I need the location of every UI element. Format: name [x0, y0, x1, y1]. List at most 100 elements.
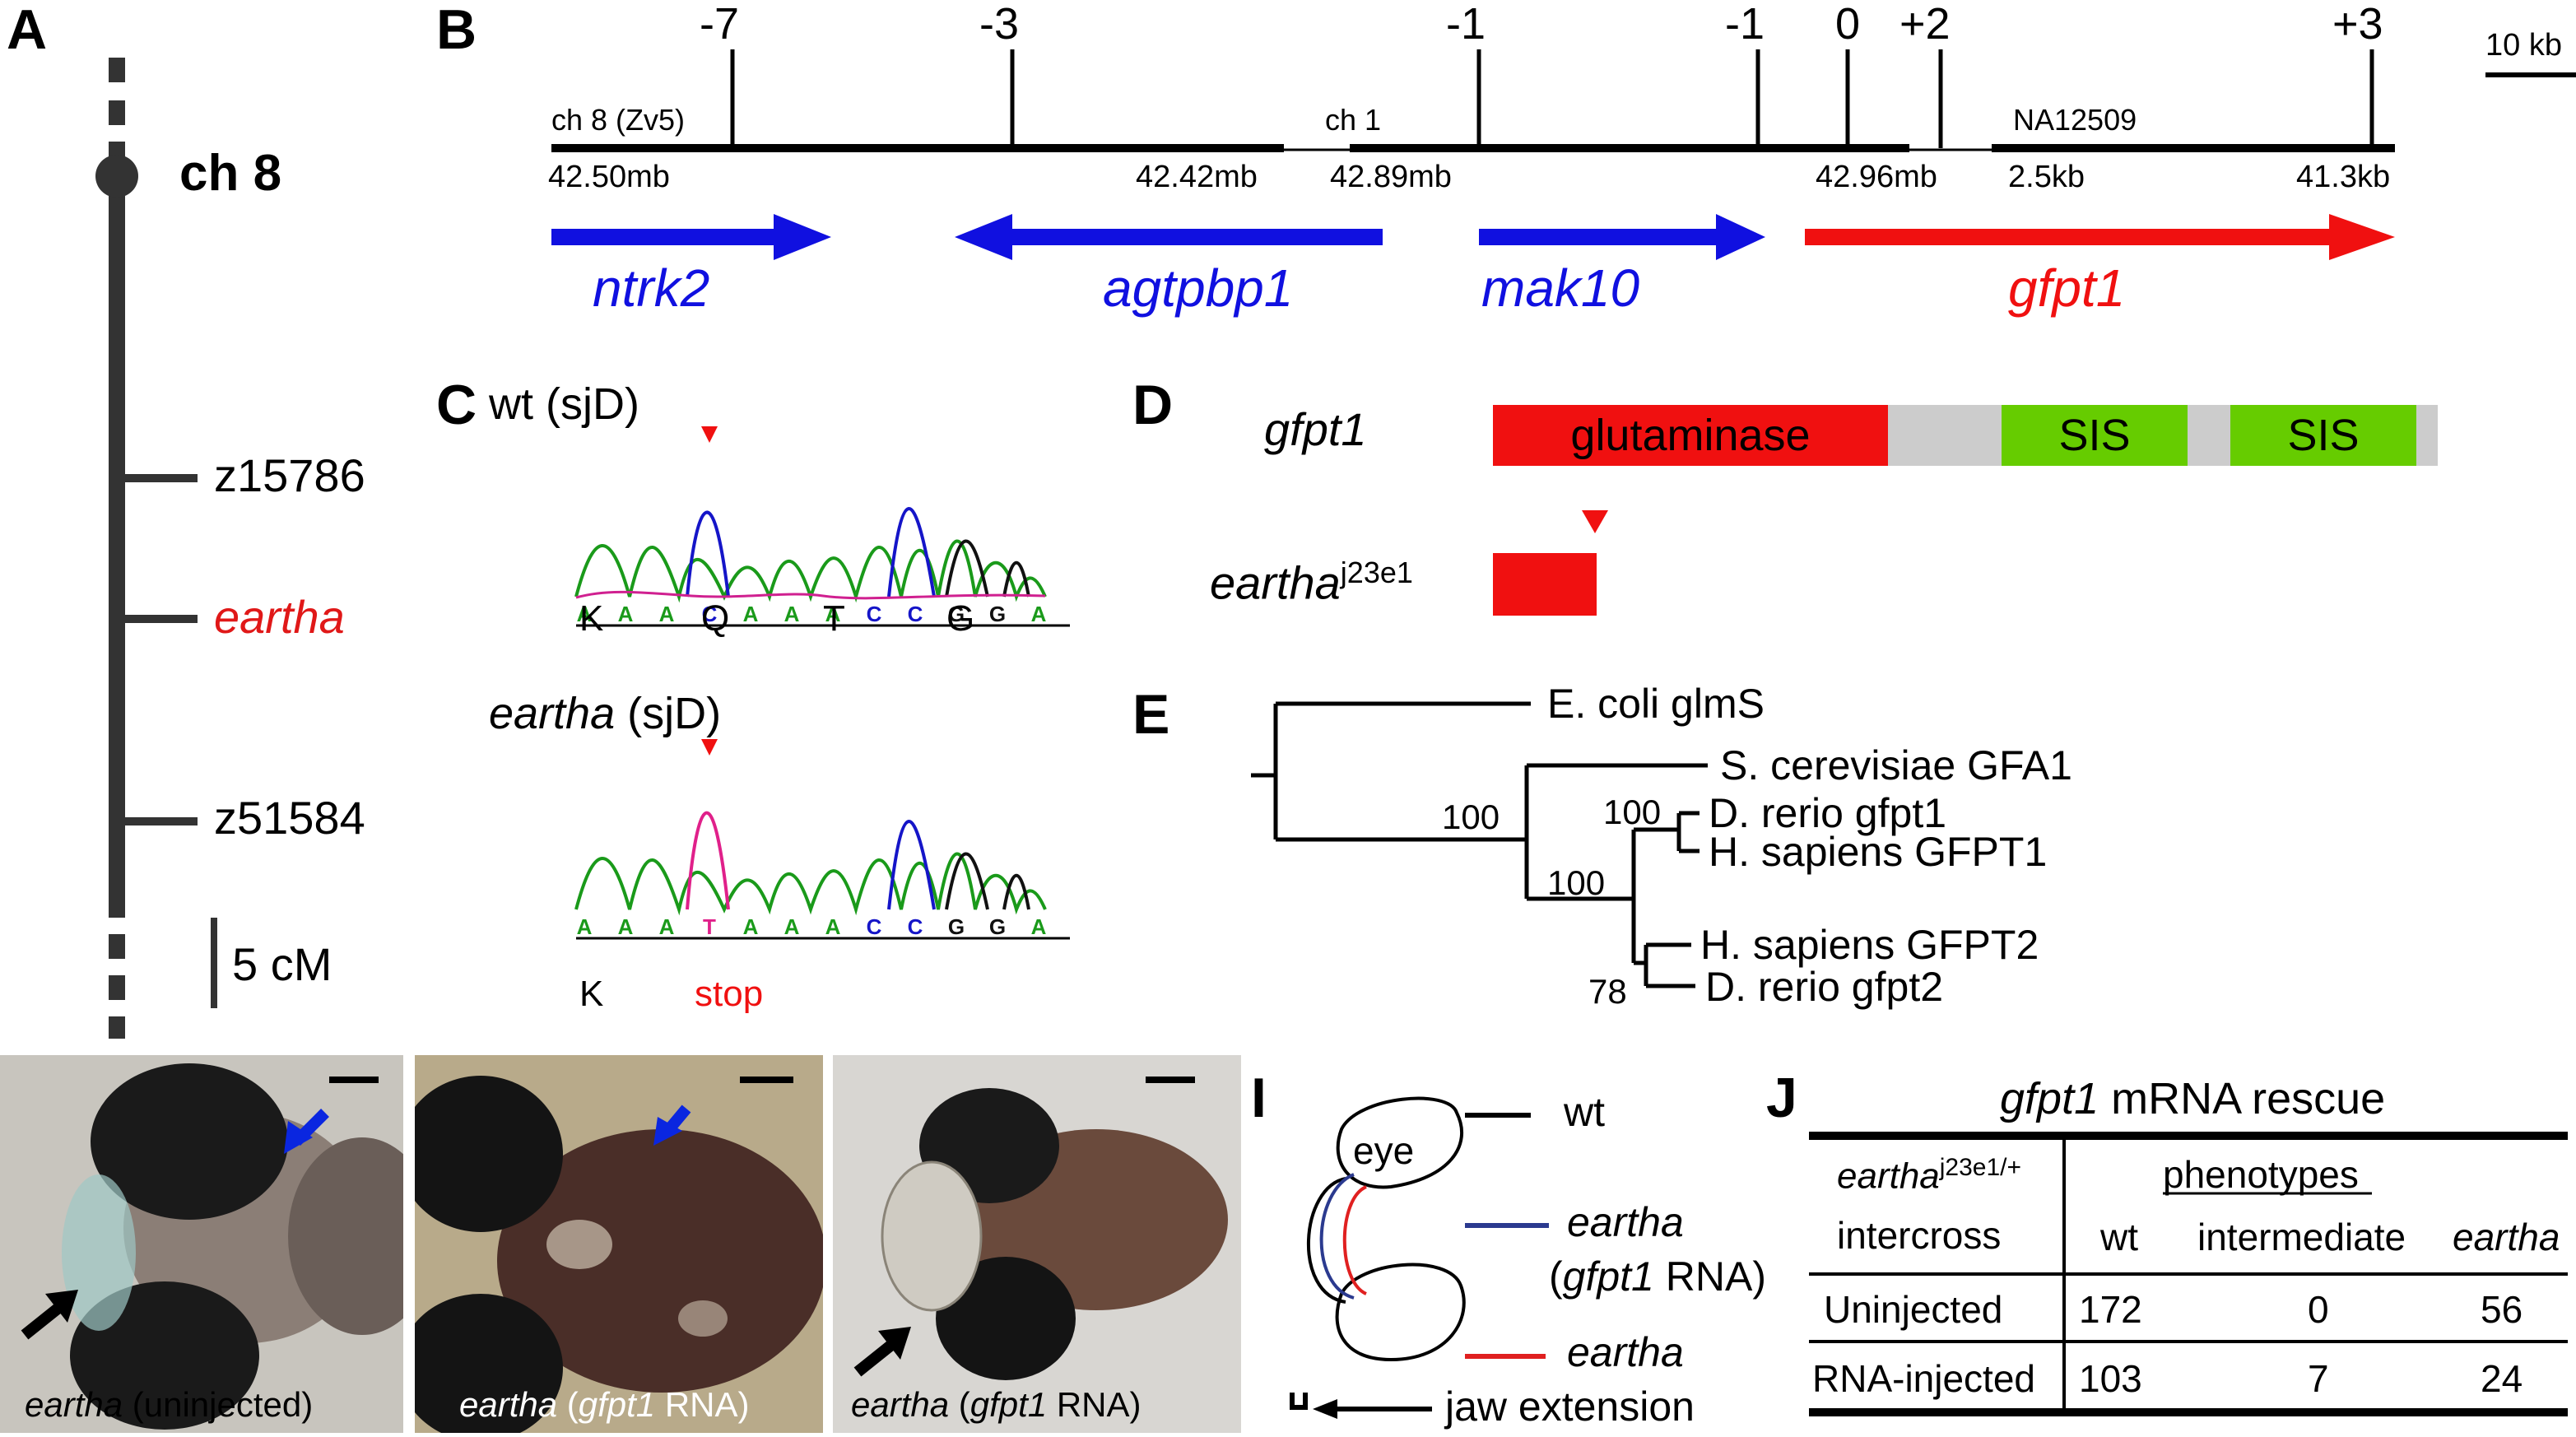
- scale-bar-label: 10 kb: [2485, 28, 2562, 63]
- svg-text:A: A: [784, 602, 800, 626]
- svg-text:C: C: [867, 914, 882, 939]
- table-cell: 24: [2481, 1357, 2523, 1400]
- blue-arrow: [284, 1121, 313, 1154]
- bootstrap-value: 100: [1603, 793, 1662, 831]
- svg-text:A: A: [825, 602, 841, 626]
- blue-arrow: [653, 1117, 682, 1146]
- photo-caption: eartha (uninjected): [25, 1385, 314, 1424]
- table-cell: 103: [2079, 1357, 2142, 1400]
- embryo-image-g: [415, 1055, 823, 1433]
- svg-text:A: A: [577, 914, 593, 939]
- jaw-schematic-graphic: [1290, 1096, 1549, 1419]
- taxon-label: H. sapiens GFPT2: [1700, 922, 2039, 968]
- table-title: gfpt1 mRNA rescue: [2000, 1074, 2386, 1123]
- row-label: Uninjected: [1824, 1288, 2003, 1331]
- mutant-chromatogram: A A A T A A A C C G G A: [574, 739, 1070, 940]
- svg-text:A: A: [1031, 914, 1047, 939]
- chromosome-map-graphic: [95, 58, 217, 1039]
- gene-label-mak10: mak10: [1481, 258, 1640, 318]
- row-label: RNA-injected: [1812, 1357, 2035, 1400]
- coordinate-label: 2.5kb: [2008, 160, 2085, 194]
- marker-label: z51584: [214, 792, 365, 844]
- black-arrow: [878, 1327, 911, 1360]
- svg-text:A: A: [659, 602, 675, 626]
- svg-text:G: G: [989, 914, 1006, 939]
- svg-text:A: A: [659, 914, 675, 939]
- count-label: +3: [2332, 0, 2383, 49]
- amino-acid: K: [579, 974, 604, 1014]
- count-label: -7: [700, 0, 740, 49]
- embryo-image-f: [0, 1055, 403, 1433]
- table-cell: 172: [2079, 1288, 2142, 1331]
- sis-domain: SIS: [2002, 405, 2188, 466]
- phylogenetic-tree: [1251, 701, 1708, 988]
- bootstrap-value: 78: [1588, 972, 1627, 1011]
- panel-label-i: I: [1251, 1067, 1267, 1129]
- panel-label-b: B: [436, 0, 477, 61]
- panel-h-embryo-photo: eartha (gfpt1 RNA): [833, 1055, 1241, 1433]
- amino-acid: Q: [701, 598, 730, 639]
- mutant-trace-label: eartha (sjD): [489, 689, 722, 738]
- svg-text:A: A: [577, 602, 593, 626]
- panel-e-phylogeny: E. coli glmS S. cerevisiae GFA1 D. rerio…: [1235, 667, 2568, 1045]
- svg-text:A: A: [1031, 602, 1047, 626]
- panel-d-domains: gfpt1 glutaminase SIS SIS earthaj23e1: [1202, 370, 2518, 642]
- mutation-site-marker: [701, 426, 718, 443]
- svg-text:G: G: [948, 602, 965, 626]
- bootstrap-value: 100: [1547, 863, 1606, 902]
- sis-domain: SIS: [2230, 405, 2416, 466]
- column-header: wt: [2100, 1216, 2138, 1258]
- count-label: 0: [1835, 0, 1861, 49]
- svg-text:A: A: [743, 914, 759, 939]
- protein-label: gfpt1: [1264, 403, 1367, 455]
- column-header: eartha: [2453, 1216, 2560, 1258]
- wt-chromatogram: A A A C A A A C C G G A: [574, 426, 1070, 627]
- column-header: intermediate: [2197, 1216, 2406, 1258]
- eye-label: eye: [1353, 1129, 1415, 1172]
- amino-acid: K: [579, 598, 604, 639]
- svg-text:A: A: [618, 914, 634, 939]
- panel-a-genetic-map: ch 8 z15786 eartha z51584 5 cM: [0, 0, 428, 1045]
- jaw-extension-label: jaw extension: [1445, 1384, 1695, 1430]
- coordinate-label: 42.42mb: [1136, 160, 1258, 194]
- svg-text:A: A: [618, 602, 634, 626]
- amino-acid: G: [946, 598, 975, 639]
- svg-text:C: C: [908, 914, 923, 939]
- svg-text:C: C: [702, 602, 718, 626]
- panel-label-a: A: [7, 0, 48, 61]
- count-label: +2: [1899, 0, 1951, 49]
- gene-arrow-mak10: [1479, 214, 1765, 260]
- svg-text:A: A: [825, 914, 841, 939]
- scale-bar-label: 5 cM: [232, 938, 332, 990]
- panel-label-e: E: [1132, 683, 1170, 746]
- gene-label-gfpt1: gfpt1: [2008, 258, 2126, 318]
- truncated-protein: [1493, 553, 1597, 616]
- physical-map-graphic: [551, 49, 2576, 260]
- svg-text:A: A: [743, 602, 759, 626]
- panel-g-embryo-photo: eartha (gfpt1 RNA): [415, 1055, 823, 1433]
- segment-label: ch 1: [1325, 103, 1382, 137]
- count-label: -3: [979, 0, 1020, 49]
- gene-arrow-gfpt1: [1805, 214, 2395, 260]
- panel-label-c: C: [436, 374, 477, 436]
- mutation-site-marker: [701, 739, 718, 756]
- black-arrow: [45, 1290, 78, 1323]
- gene-arrow-ntrk2: [551, 214, 831, 260]
- svg-text:T: T: [703, 914, 716, 939]
- coordinate-label: 42.89mb: [1330, 160, 1452, 194]
- marker-label-eartha: eartha: [214, 591, 345, 643]
- taxon-label: S. cerevisiae GFA1: [1720, 742, 2072, 788]
- chromosome-label: ch 8: [179, 145, 282, 202]
- panel-label-j: J: [1766, 1067, 1797, 1129]
- coordinate-label: 41.3kb: [2296, 160, 2391, 194]
- table-cell: 56: [2481, 1288, 2523, 1331]
- panel-b-physical-map: -7 -3 -1 -1 0 +2 +3 10 kb ch 8 (Zv5) ch …: [527, 0, 2576, 346]
- svg-text:G: G: [989, 602, 1006, 626]
- amino-acid-stop: stop: [695, 974, 764, 1014]
- taxon-label: D. rerio gfpt1: [1709, 790, 1947, 836]
- coordinate-label: 42.50mb: [548, 160, 670, 194]
- panel-c-sequencing: wt (sjD) A A A C A A A C C G G A K Q T G…: [477, 362, 1103, 1021]
- panel-i-jaw-schematic: eye wt eartha (gfpt1 RNA) eartha jaw ext…: [1251, 1055, 1766, 1433]
- legend-label-eartha: eartha: [1567, 1329, 1684, 1375]
- svg-text:C: C: [908, 602, 923, 626]
